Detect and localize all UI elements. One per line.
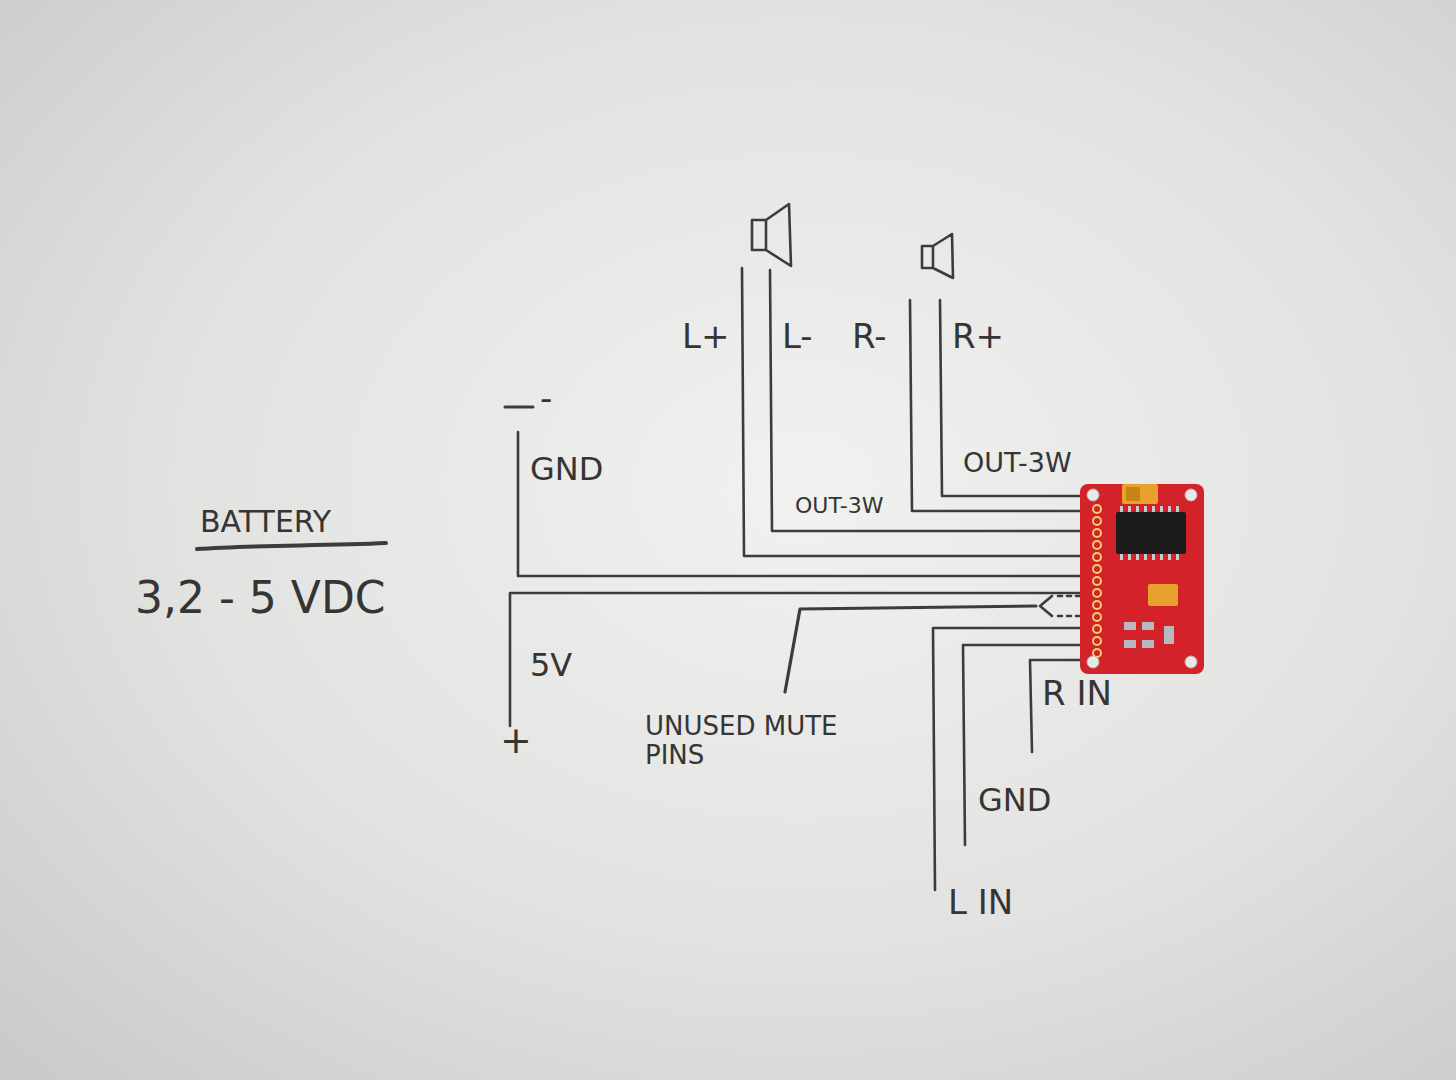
minus-tick [505, 406, 533, 409]
speaker-symbol [752, 204, 791, 266]
signal-name: R- [852, 318, 887, 355]
wire [1058, 596, 1080, 616]
wire [742, 268, 1082, 556]
pin-name: GND [530, 452, 603, 487]
pin-name: GND [978, 783, 1051, 818]
output-rating: OUT-3W [963, 448, 1072, 478]
title-label: BATTERY [200, 505, 331, 538]
wire [770, 270, 1082, 531]
underline [197, 543, 386, 549]
wire [910, 300, 1082, 511]
wire [518, 432, 1082, 576]
wire [933, 628, 1082, 890]
output-rating: OUT-3W [795, 494, 884, 518]
speaker-symbol [922, 234, 953, 278]
signal-name: L IN [948, 884, 1013, 921]
signal-name: R IN [1042, 675, 1112, 712]
note-label: UNUSED MUTE PINS [645, 712, 845, 769]
voltage-label: 3,2 - 5 VDC [135, 574, 386, 622]
signal-name: L- [782, 318, 813, 355]
wire [510, 593, 1082, 726]
pin-name: 5V [530, 648, 572, 683]
signal-name: L+ [682, 318, 729, 355]
amplifier-board [1080, 484, 1204, 674]
bracket [1040, 596, 1052, 616]
leader-line [785, 606, 1036, 692]
polarity-sign: - [540, 380, 552, 417]
signal-name: R+ [952, 318, 1004, 355]
wire [940, 300, 1082, 496]
polarity-sign: + [500, 720, 532, 762]
